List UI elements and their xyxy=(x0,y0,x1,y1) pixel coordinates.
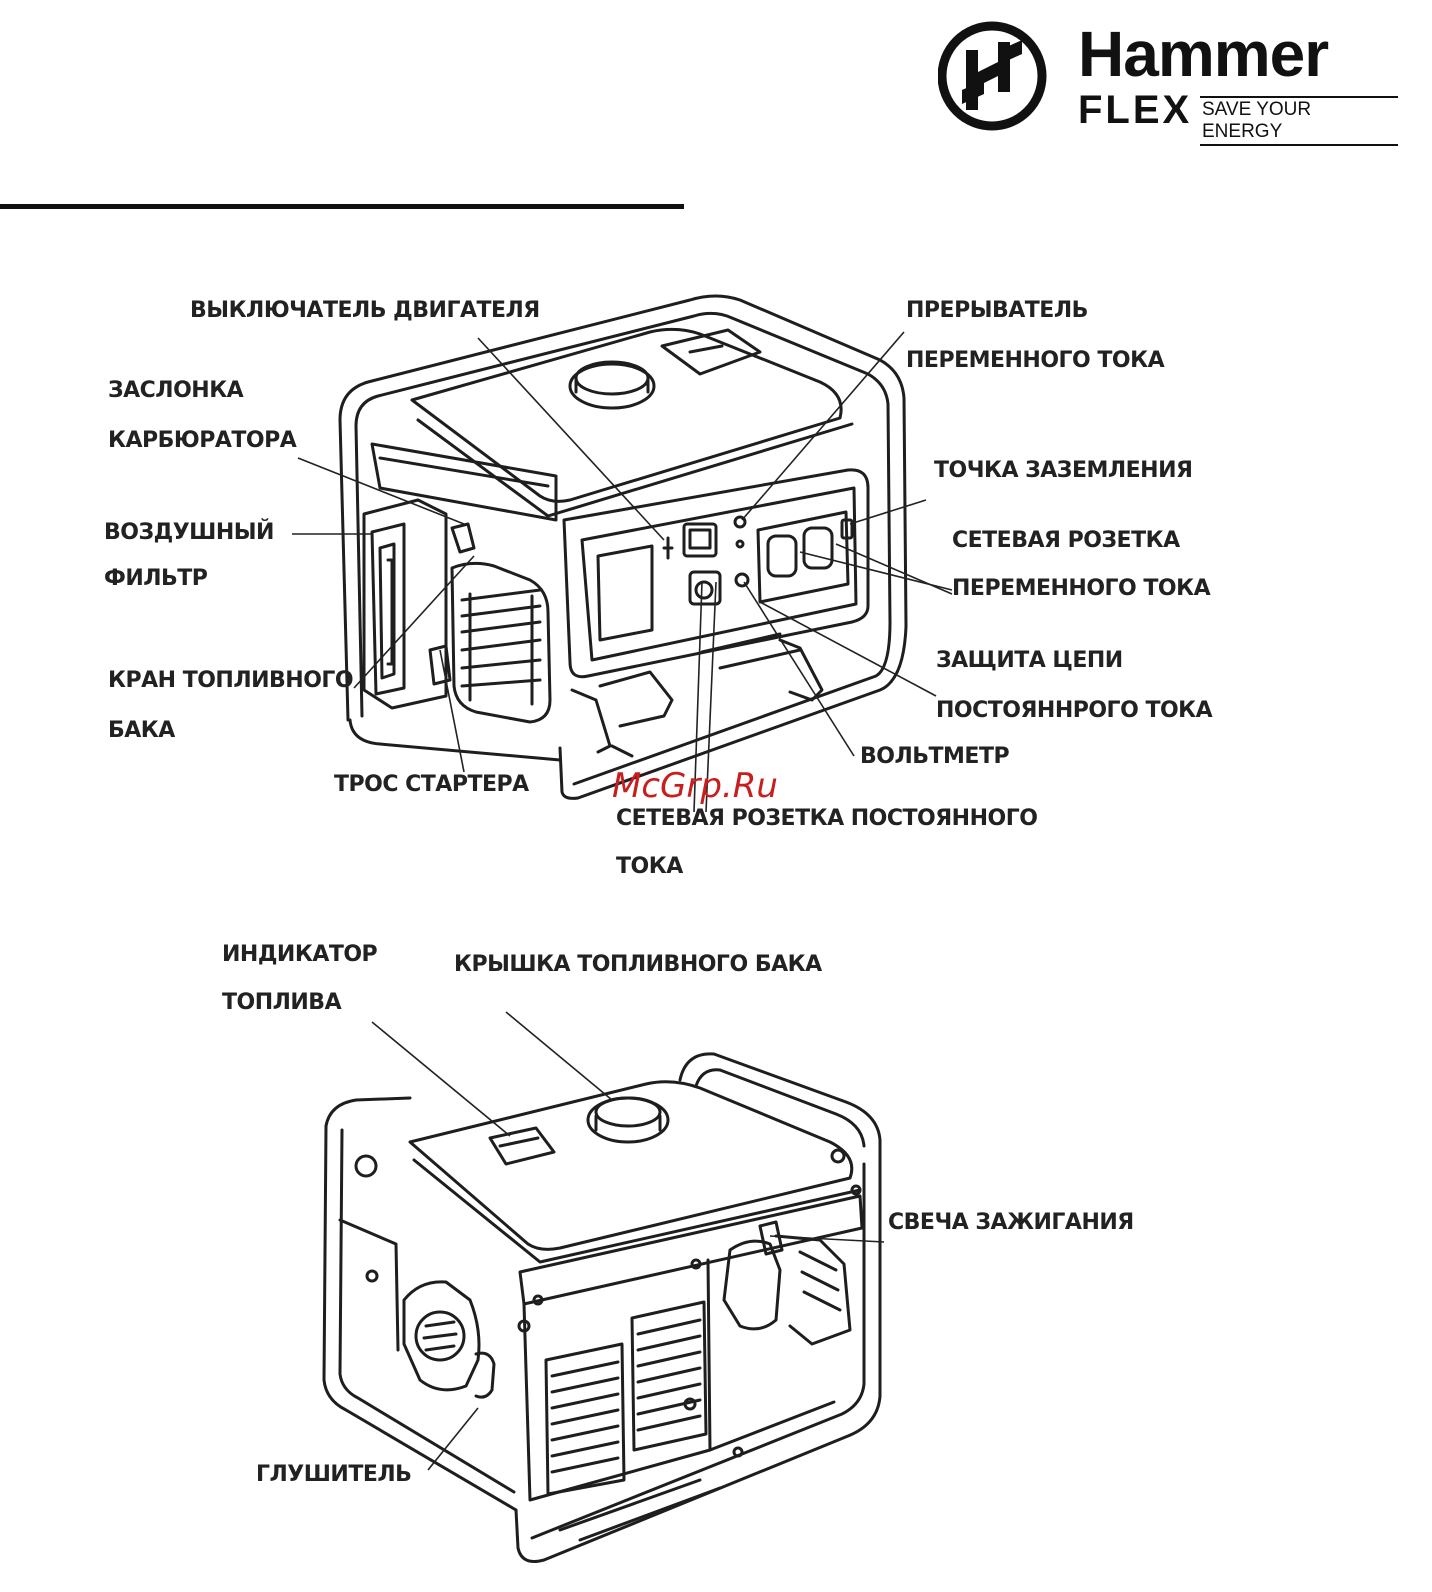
leader-engine-switch xyxy=(477,337,665,541)
brand-line: FLEX xyxy=(1078,88,1193,132)
label-air-filter-line2: ФИЛЬТР xyxy=(104,566,208,591)
leader-fuel-valve xyxy=(353,555,475,689)
brand-logo: Hammer FLEX SAVE YOUR ENERGY xyxy=(938,18,1398,146)
label-fuel-valve-line1: КРАН ТОПЛИВНОГО xyxy=(108,668,354,693)
leader-dc-protect xyxy=(759,601,937,697)
label-engine-switch: ВЫКЛЮЧАТЕЛЬ ДВИГАТЕЛЯ xyxy=(190,298,540,323)
header-rule xyxy=(0,204,684,209)
watermark: McGrp.Ru xyxy=(612,766,778,806)
label-ground: ТОЧКА ЗАЗЕМЛЕНИЯ xyxy=(934,458,1193,483)
label-fuel-gauge-line2: ТОПЛИВА xyxy=(222,990,342,1015)
generator-rear-view xyxy=(322,1052,882,1563)
label-dc-socket-line1: СЕТЕВАЯ РОЗЕТКА ПОСТОЯННОГО xyxy=(616,806,1038,831)
label-muffler: ГЛУШИТЕЛЬ xyxy=(256,1462,412,1487)
label-spark-plug: СВЕЧА ЗАЖИГАНИЯ xyxy=(888,1210,1134,1235)
label-dc-protect-line1: ЗАЩИТА ЦЕПИ xyxy=(936,648,1123,673)
label-fuel-valve-line2: БАКА xyxy=(108,718,175,743)
leader-spark-plug xyxy=(769,1235,885,1243)
leader-dc-socket-b xyxy=(705,581,717,813)
leader-ac-breaker xyxy=(741,331,905,521)
leader-fuel-gauge xyxy=(371,1021,511,1137)
leader-choke xyxy=(297,457,465,525)
leader-dc-socket-a xyxy=(693,581,703,813)
generator-front-view xyxy=(338,294,908,800)
label-ac-socket-line1: СЕТЕВАЯ РОЗЕТКА xyxy=(952,528,1180,553)
brand-name: Hammer xyxy=(1078,18,1329,90)
leader-muffler xyxy=(427,1407,479,1471)
label-dc-socket-line2: ТОКА xyxy=(616,854,683,879)
label-fuel-gauge-line1: ИНДИКАТОР xyxy=(222,942,378,967)
leader-ground xyxy=(849,499,927,525)
leader-ac-socket-b xyxy=(835,543,953,595)
label-air-filter-line1: ВОЗДУШНЫЙ xyxy=(104,520,274,545)
leader-fuel-cap xyxy=(505,1011,613,1101)
leader-starter-rope xyxy=(439,649,465,773)
label-ac-breaker-line1: ПРЕРЫВАТЕЛЬ xyxy=(906,298,1088,323)
label-voltmeter: ВОЛЬТМЕТР xyxy=(860,744,1010,769)
hammer-emblem-icon xyxy=(938,21,1047,131)
label-dc-protect-line2: ПОСТОЯННРОГО ТОКА xyxy=(936,698,1213,723)
brand-tagline: SAVE YOUR ENERGY xyxy=(1200,96,1398,146)
leader-voltmeter xyxy=(743,581,855,757)
label-choke-line2: КАРБЮРАТОРА xyxy=(108,428,297,453)
label-starter-rope: ТРОС СТАРТЕРА xyxy=(334,772,529,797)
label-fuel-cap: КРЫШКА ТОПЛИВНОГО БАКА xyxy=(454,952,822,977)
label-ac-breaker-line2: ПЕРЕМЕННОГО ТОКА xyxy=(906,348,1165,373)
label-choke-line1: ЗАСЛОНКА xyxy=(108,378,244,403)
label-ac-socket-line2: ПЕРЕМЕННОГО ТОКА xyxy=(952,576,1211,601)
